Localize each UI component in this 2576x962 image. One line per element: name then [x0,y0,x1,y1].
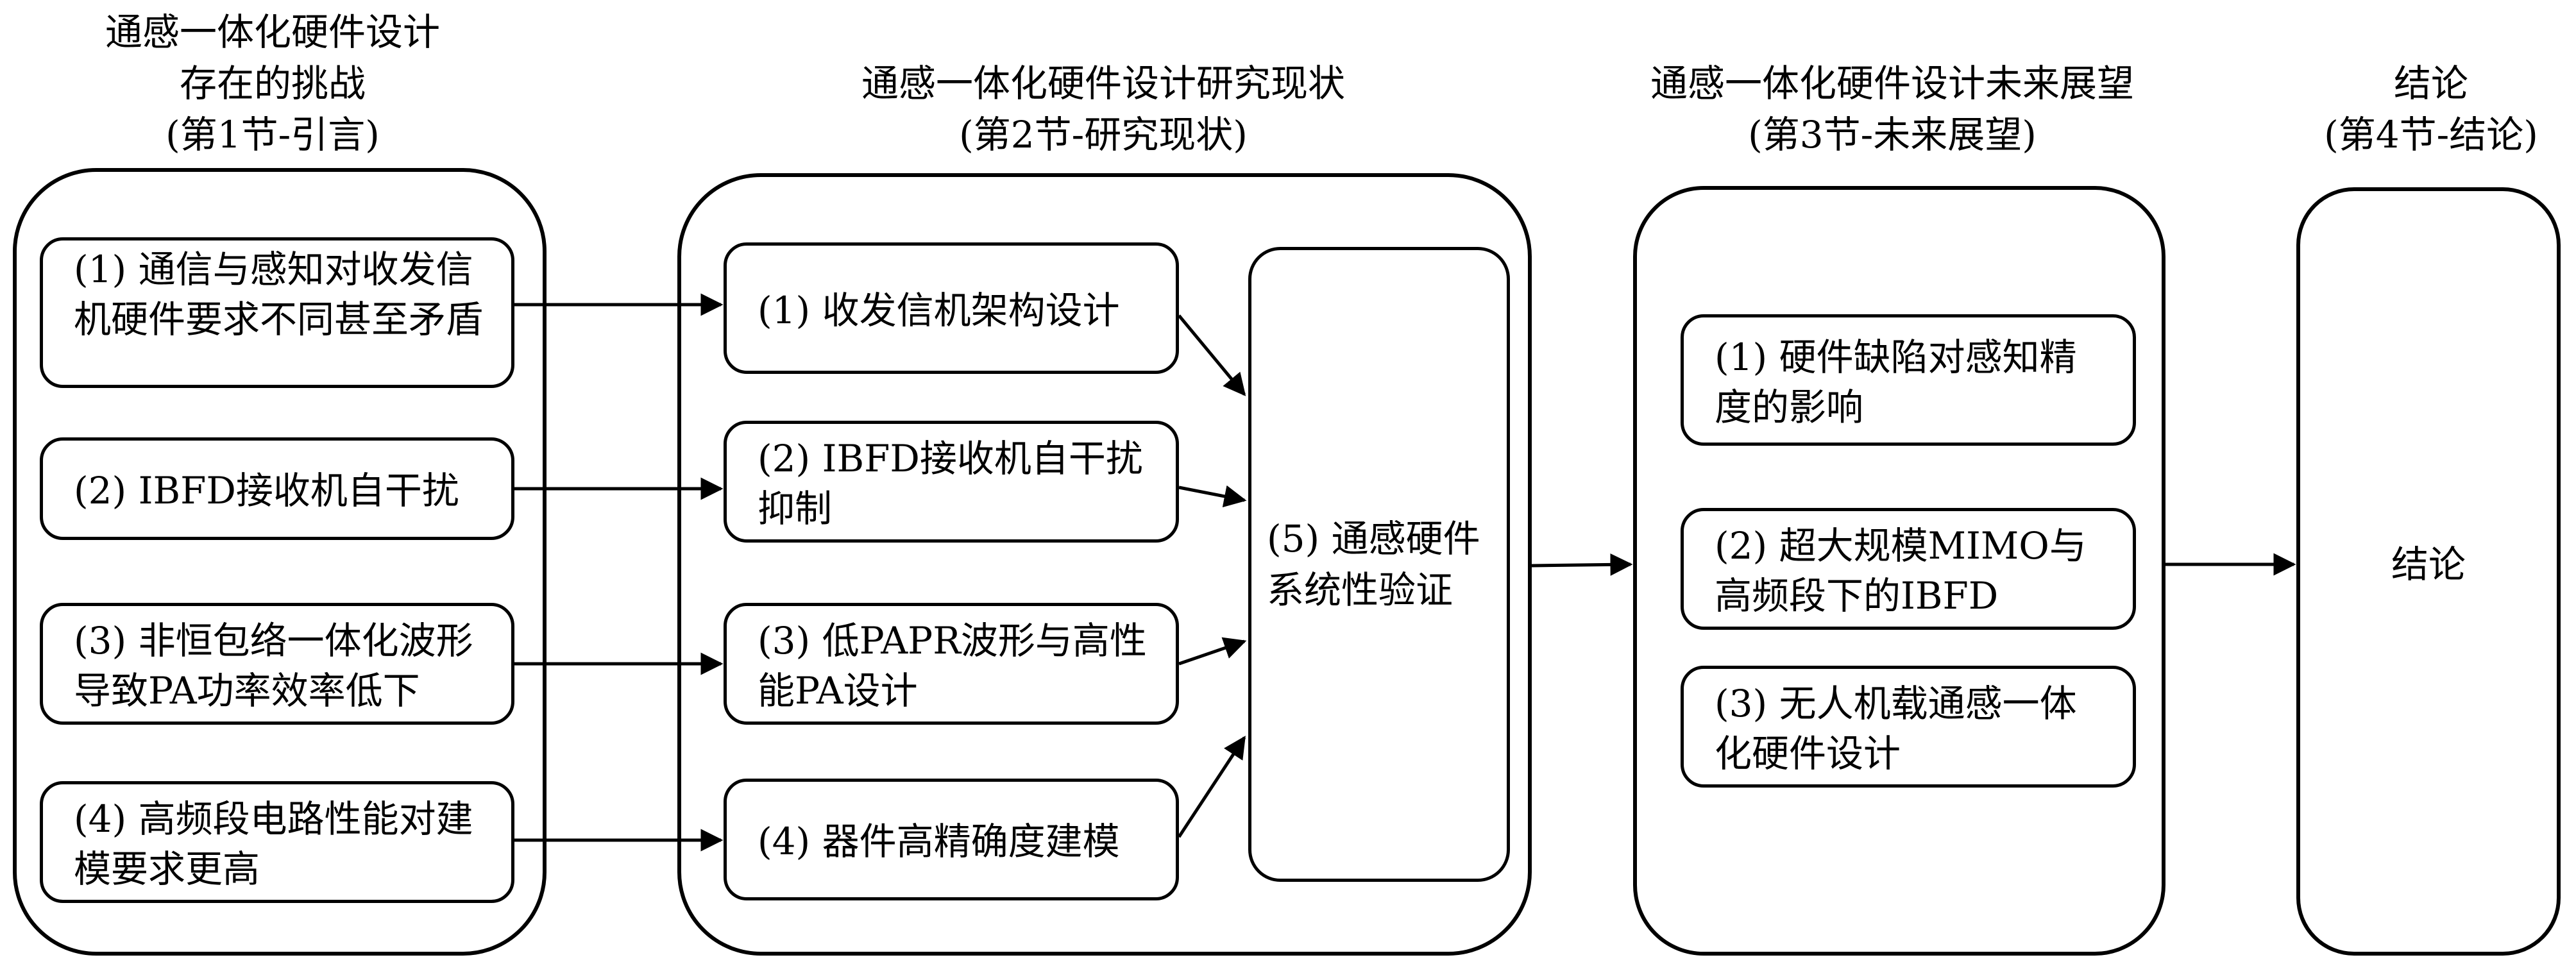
challenge-node-2: (2) IBFD接收机自干扰 [40,437,514,540]
research-node-1: (1) 收发信机架构设计 [724,242,1179,374]
verification-node-text: (5) 通感硬件系统性验证 [1267,517,1480,612]
arrow-research-3-to-verification [1178,637,1247,666]
outlook-node-2: (2) 超大规模MIMO与高频段下的IBFD [1681,508,2136,630]
challenge-node-3-text: (3) 非恒包络一体化波形导致PA功率效率低下 [74,619,473,713]
research-node-3: (3) 低PAPR波形与高性能PA设计 [724,603,1179,725]
column-2-title-line-1: 通感一体化硬件设计研究现状 [861,62,1345,105]
column-3-title-line-2: (第3节-未来展望) [1748,113,2037,156]
column-1-title-line-1: 通感一体化硬件设计 [105,10,440,54]
challenge-node-2-text: (2) IBFD接收机自干扰 [74,469,459,512]
outlook-node-2-text: (2) 超大规模MIMO与高频段下的IBFD [1715,524,2087,618]
challenge-node-4: (4) 高频段电路性能对建模要求更高 [40,781,514,903]
research-node-4: (4) 器件高精确度建模 [724,779,1179,900]
research-node-3-text: (3) 低PAPR波形与高性能PA设计 [758,619,1147,713]
column-3-title: 通感一体化硬件设计未来展望 (第3节-未来展望) [1604,58,2181,160]
research-node-1-text: (1) 收发信机架构设计 [758,288,1120,332]
column-4-title: 结论 (第4节-结论) [2284,58,2576,160]
arrow-research-1-to-verification [1178,314,1246,396]
challenge-node-3: (3) 非恒包络一体化波形导致PA功率效率低下 [40,603,514,725]
verification-node: (5) 通感硬件系统性验证 [1248,247,1510,882]
research-node-2: (2) IBFD接收机自干扰抑制 [724,421,1179,543]
outlook-node-1: (1) 硬件缺陷对感知精度的影响 [1681,314,2136,446]
column-4-title-line-1: 结论 [2393,62,2468,105]
column-3-title-line-1: 通感一体化硬件设计未来展望 [1650,62,2134,105]
outlook-node-3-text: (3) 无人机载通感一体化硬件设计 [1715,682,2077,775]
column-1-title-line-3: (第1节-引言) [165,113,380,156]
arrow-research-2-to-verification [1178,485,1247,508]
column-2-title: 通感一体化硬件设计研究现状 (第2节-研究现状) [680,58,1527,160]
column-2-title-line-2: (第2节-研究现状) [959,113,1248,156]
outlook-node-3: (3) 无人机载通感一体化硬件设计 [1681,666,2136,788]
column-1-title: 通感一体化硬件设计 存在的挑战 (第1节-引言) [13,6,532,160]
outlook-node-1-text: (1) 硬件缺陷对感知精度的影响 [1715,335,2077,429]
research-node-2-text: (2) IBFD接收机自干扰抑制 [758,437,1143,530]
arrow-research-to-outlook [1531,553,1633,576]
research-node-4-text: (4) 器件高精确度建模 [758,820,1120,863]
column-1-title-line-2: 存在的挑战 [179,62,366,105]
challenge-node-1-text: (1) 通信与感知对收发信机硬件要求不同甚至矛盾 [74,248,484,341]
conclusion-text: 结论 [2391,543,2466,586]
conclusion-label: 结论 [2296,539,2561,590]
challenge-node-1: (1) 通信与感知对收发信机硬件要求不同甚至矛盾 [40,237,514,388]
arrow-research-4-to-verification [1177,736,1246,838]
section-conclusion [2296,187,2561,956]
challenge-node-4-text: (4) 高频段电路性能对建模要求更高 [74,797,473,891]
column-4-title-line-2: (第4节-结论) [2324,113,2538,156]
